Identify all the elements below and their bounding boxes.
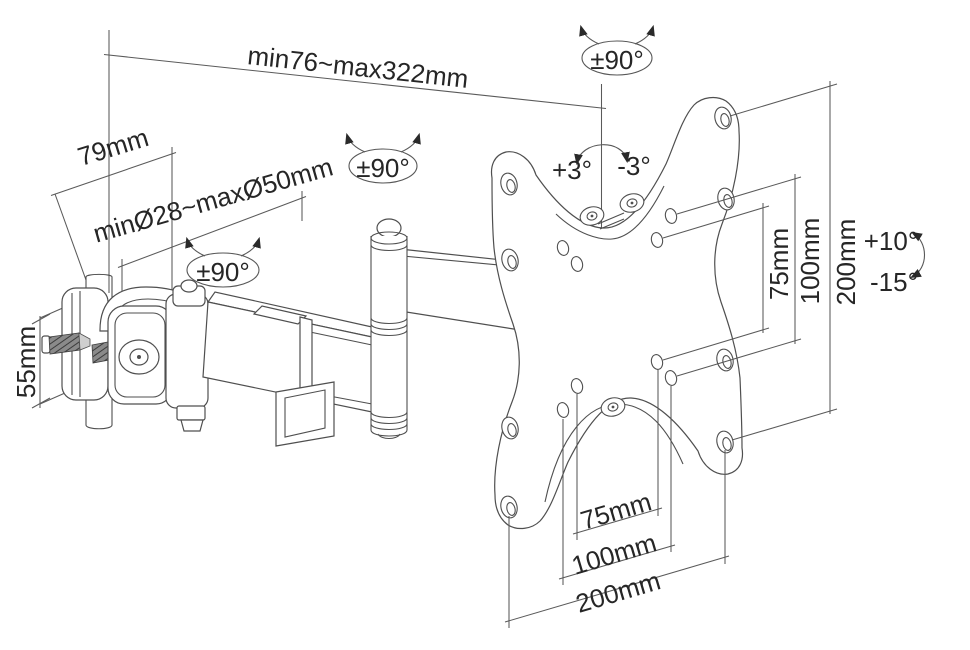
dim-vertical-vesa (662, 81, 838, 441)
cable-clip (252, 305, 335, 447)
swivel-indicator-plate (579, 24, 655, 76)
hinge-cylinder (370, 218, 408, 440)
level-plus-label: +3° (552, 155, 592, 185)
pole-clamp (41, 279, 209, 432)
vesa-h75-label: 75mm (577, 486, 655, 535)
clamp-height-label: 55mm (11, 326, 41, 398)
pole-diameter-label: minØ28~maxØ50mm (90, 151, 336, 248)
vesa-v75-label: 75mm (764, 228, 794, 300)
swivel-clamp-label: ±90° (196, 257, 250, 287)
level-minus-label: -3° (617, 151, 651, 181)
swivel-indicator-arm (345, 132, 421, 184)
vesa-plate (490, 96, 744, 530)
level-adjust-indicator (574, 144, 630, 166)
vesa-center-holes (556, 208, 678, 418)
vesa-v200-label: 200mm (831, 219, 861, 306)
bottom-screw-boss (600, 397, 626, 417)
vesa-ear-holes (500, 106, 735, 519)
tilt-bracket-top (555, 185, 665, 240)
tilt-down-label: -15° (870, 267, 918, 297)
dim-horizontal-vesa (504, 370, 730, 628)
swivel-indicator-clamp (185, 236, 261, 288)
arm-bracket (165, 279, 209, 432)
clamp-screw-upper (41, 332, 91, 355)
reach-dimension-label: min76~max322mm (246, 40, 470, 94)
tilt-up-label: +10° (864, 226, 919, 256)
swivel-arm-label: ±90° (356, 153, 410, 183)
clamp-screw-lower (91, 341, 110, 364)
tilt-indicator (910, 231, 926, 279)
vesa-v100-label: 100mm (795, 218, 825, 305)
tilt-screw-boss (579, 193, 645, 226)
swivel-plate-label: ±90° (590, 45, 644, 75)
dim-offset-79 (50, 147, 177, 290)
